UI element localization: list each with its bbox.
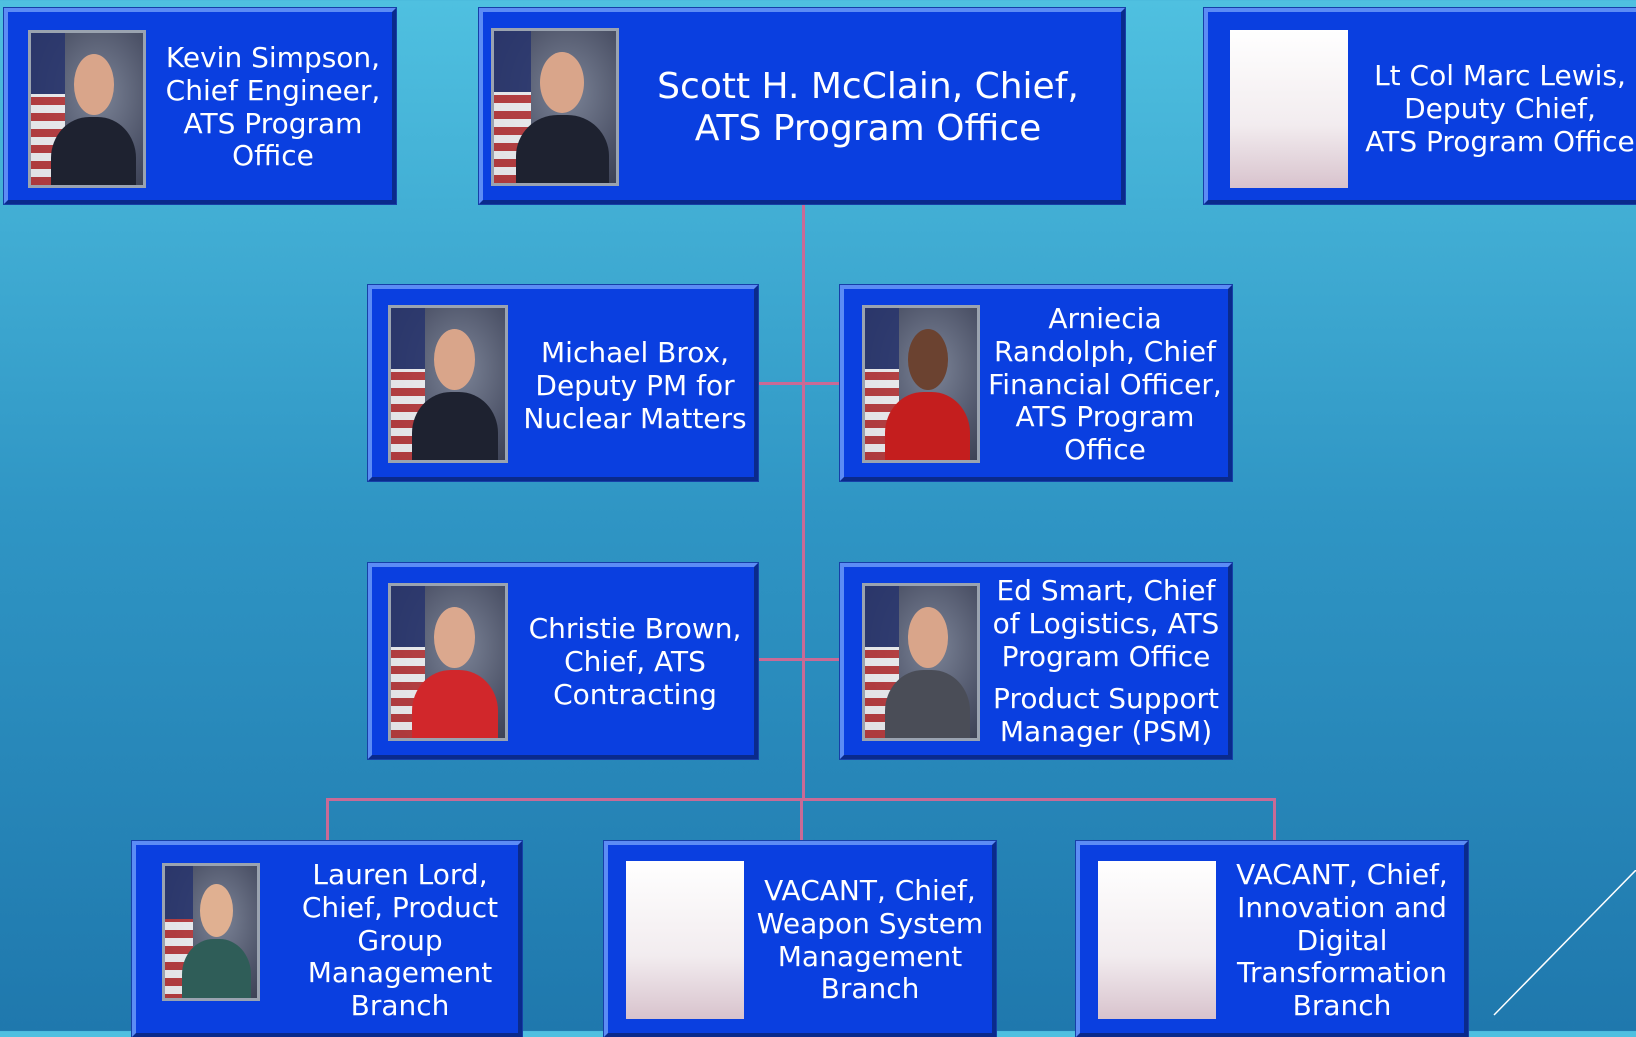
card-arniecia-randolph[interactable]: Arniecia Randolph, Chief Financial Offic… xyxy=(840,285,1232,481)
card-label: Michael Brox, Deputy PM for Nuclear Matt… xyxy=(523,336,747,435)
connector-drop-center xyxy=(800,798,803,841)
decorative-diagonal-line xyxy=(1493,870,1636,1016)
portrait-photo xyxy=(388,305,508,463)
card-vacant-innovation[interactable]: VACANT, Chief, Innovation and Digital Tr… xyxy=(1076,841,1468,1037)
card-label: Lt Col Marc Lewis, Deputy Chief, ATS Pro… xyxy=(1365,59,1635,158)
connector-drop-right xyxy=(1273,798,1276,841)
portrait-photo xyxy=(862,583,980,741)
card-label: Scott H. McClain, Chief, ATS Program Off… xyxy=(657,66,1079,150)
card-ed-smart[interactable]: Ed Smart, Chief of Logistics, ATS Progra… xyxy=(840,563,1232,759)
card-label: Christie Brown, Chief, ATS Contracting xyxy=(528,612,742,711)
card-role: Product Support Manager (PSM) xyxy=(993,682,1219,748)
portrait-photo xyxy=(388,583,508,741)
portrait-photo xyxy=(28,30,146,188)
connector-trunk xyxy=(802,203,805,798)
blank-photo xyxy=(1230,30,1348,188)
portrait-photo xyxy=(491,28,619,186)
card-label: Kevin Simpson, Chief Engineer, ATS Progr… xyxy=(165,41,381,173)
card-label: Arniecia Randolph, Chief Financial Offic… xyxy=(988,302,1222,466)
card-lauren-lord[interactable]: Lauren Lord, Chief, Product Group Manage… xyxy=(132,841,522,1037)
card-vacant-weapon-system[interactable]: VACANT, Chief, Weapon System Management … xyxy=(604,841,996,1037)
card-label: VACANT, Chief, Weapon System Management … xyxy=(756,874,984,1006)
card-christie-brown[interactable]: Christie Brown, Chief, ATS Contracting xyxy=(368,563,758,759)
connector-row3 xyxy=(757,658,853,661)
blank-photo xyxy=(1098,861,1216,1019)
card-kevin-simpson[interactable]: Kevin Simpson, Chief Engineer, ATS Progr… xyxy=(4,8,396,204)
card-michael-brox[interactable]: Michael Brox, Deputy PM for Nuclear Matt… xyxy=(368,285,758,481)
blank-photo xyxy=(626,861,744,1019)
connector-row2 xyxy=(757,382,853,385)
portrait-photo xyxy=(162,863,260,1001)
card-label: Ed Smart, Chief of Logistics, ATS Progra… xyxy=(992,574,1220,673)
portrait-photo xyxy=(862,305,980,463)
card-scott-mcclain[interactable]: Scott H. McClain, Chief, ATS Program Off… xyxy=(479,8,1125,204)
connector-drop-left xyxy=(326,798,329,841)
card-label: VACANT, Chief, Innovation and Digital Tr… xyxy=(1236,858,1448,1022)
card-marc-lewis[interactable]: Lt Col Marc Lewis, Deputy Chief, ATS Pro… xyxy=(1204,8,1636,204)
card-label: Lauren Lord, Chief, Product Group Manage… xyxy=(301,858,499,1022)
